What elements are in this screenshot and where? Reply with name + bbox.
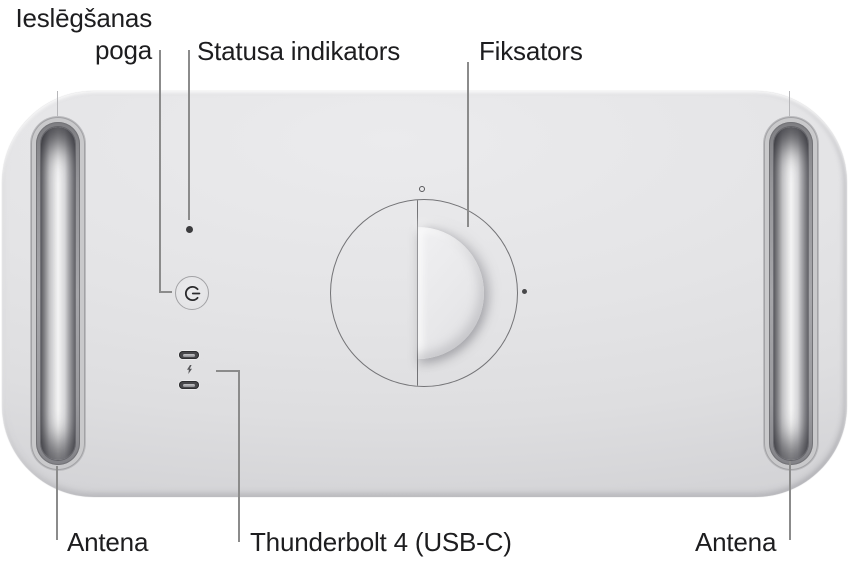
power-button[interactable] [175,276,209,310]
top-seam-right [789,91,790,117]
thunderbolt-port-1[interactable] [179,351,199,359]
callout-line-antenna-right [789,461,791,540]
top-seam-left [57,91,58,117]
callout-line-power-button [159,50,172,293]
label-power-line2: poga [94,35,152,65]
antenna-left [31,117,85,470]
antenna-right-core [774,127,808,460]
latch-seam-line [417,200,418,386]
antenna-left-core [41,127,75,460]
thunderbolt-port-2[interactable] [179,381,199,389]
thunderbolt-port-2-slot [183,383,195,387]
callout-line-thunderbolt [216,370,240,542]
latch-handle[interactable] [418,227,484,359]
callout-line-antenna-left [56,466,58,540]
label-power-button: Ieslēgšanas poga [0,2,152,66]
status-indicator-light [186,226,193,233]
mac-pro-top-view [2,91,847,497]
callout-line-latch [467,62,469,227]
thunderbolt-icon [187,365,192,374]
label-latch: Fiksators [479,36,583,66]
label-status-indicator: Statusa indikators [197,36,401,66]
label-antenna-left: Antena [67,527,149,557]
label-antenna-right: Antena [695,527,777,557]
label-power-line1: Ieslēgšanas [15,3,152,33]
callout-line-status-indicator [188,50,190,220]
lock-position-marker [522,289,527,294]
label-thunderbolt: Thunderbolt 4 (USB-C) [250,527,512,557]
unlock-position-marker [419,186,425,192]
thunderbolt-port-1-slot [183,353,195,357]
antenna-right [764,117,818,470]
latch-dial[interactable] [330,199,518,387]
power-icon [184,285,200,301]
